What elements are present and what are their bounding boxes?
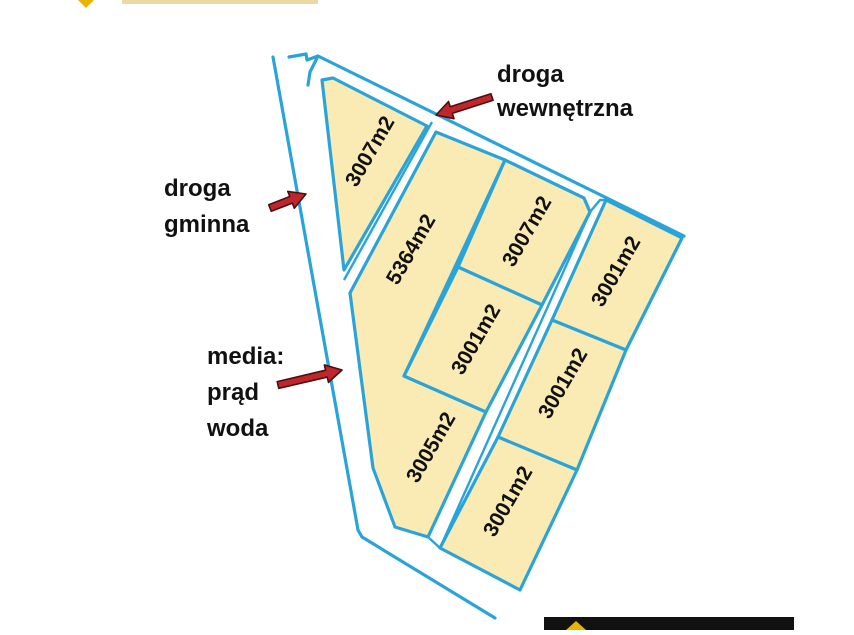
road-network [271, 52, 686, 620]
annotation-utilities: media: prąd woda [206, 343, 284, 442]
utilities-label-3: woda [206, 415, 269, 442]
municipal-road-label-1: droga [164, 175, 231, 202]
municipal-road-east-edge [287, 52, 308, 59]
municipal-road-arrow [267, 190, 307, 213]
municipal-road-label-2: gminna [164, 211, 250, 238]
annotation-arrows [267, 92, 494, 390]
divider-p5-top [403, 374, 487, 414]
south-road-edge [356, 528, 497, 620]
plot-p8 [438, 435, 579, 592]
plot-p1 [320, 76, 429, 272]
utilities-label-1: media: [207, 343, 284, 370]
parcels-layer [320, 76, 684, 592]
internal-road-edge-1 [306, 54, 320, 87]
estate-outline [304, 52, 686, 238]
internal-road-edge-west [427, 536, 441, 549]
annotation-municipal-road: droga gminna [164, 175, 250, 238]
divider-p1-p2 [342, 121, 434, 281]
municipal-road-west-edge [271, 55, 360, 532]
annotation-internal-road: droga wewnętrzna [496, 61, 634, 122]
utilities-arrow [276, 364, 343, 390]
parcel-dividers [342, 121, 606, 549]
agency-logo-bar [544, 617, 794, 630]
internal-road-label-1: droga [497, 61, 564, 88]
utilities-label-2: prąd [207, 379, 259, 406]
agency-logo-icon [78, 0, 318, 8]
internal-road-label-2: wewnętrzna [496, 95, 634, 122]
internal-road-arrow [435, 92, 494, 120]
internal-road-strip [438, 198, 606, 549]
plot-p3 [456, 158, 592, 307]
